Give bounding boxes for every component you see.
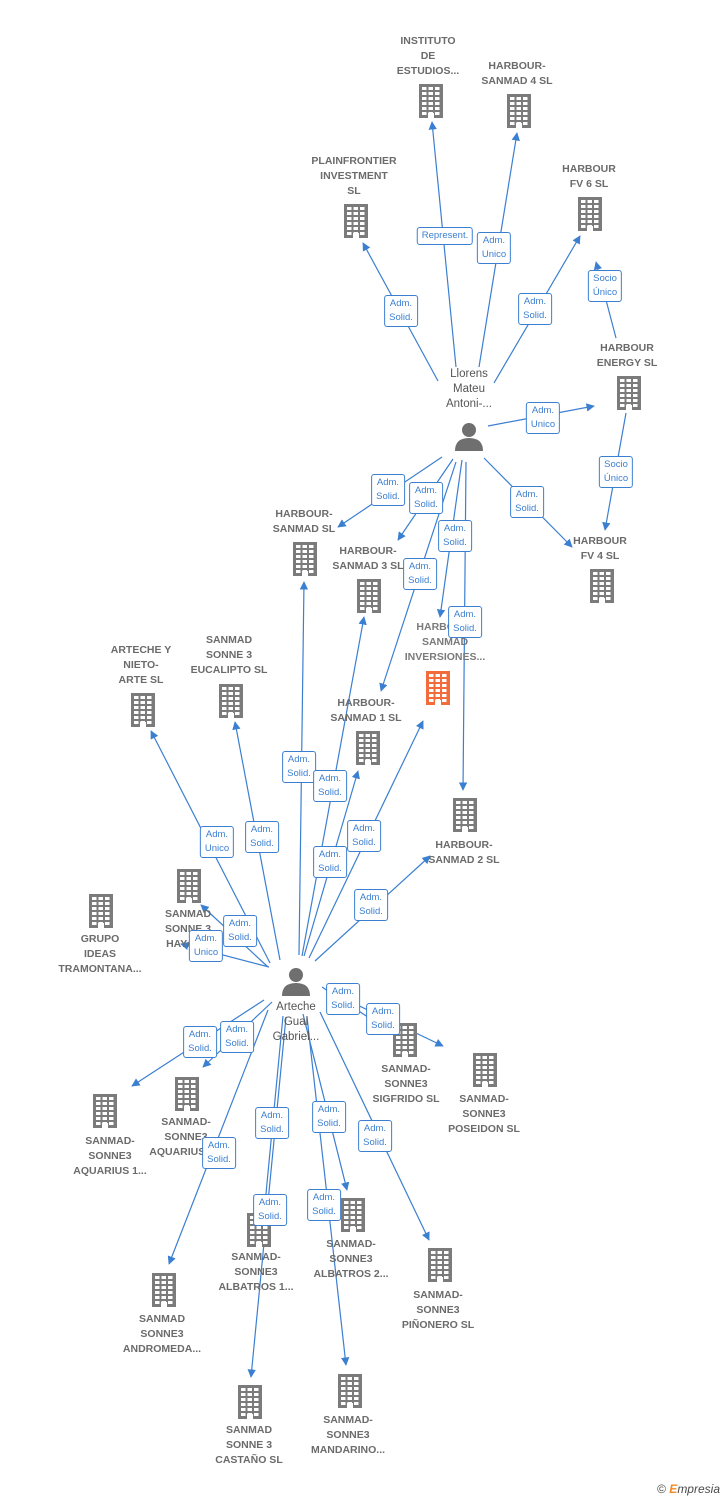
building-icon-hs2[interactable] <box>453 798 477 832</box>
edge-label-arteche-to-albatros1[interactable]: Adm.Solid. <box>255 1107 289 1139</box>
building-icon-plain[interactable] <box>344 204 368 238</box>
building-icon-hs4[interactable] <box>507 94 531 128</box>
edge-label-arteche-to-hs2[interactable]: Adm.Solid. <box>354 889 388 921</box>
building-icon-haya[interactable] <box>177 869 201 903</box>
building-icon-fv4[interactable] <box>590 569 614 603</box>
company-label-hs3: HARBOUR-SANMAD 3 SL <box>332 545 404 572</box>
edge-label-arteche-to-sigfrido[interactable]: Adm.Solid. <box>326 983 360 1015</box>
building-icon-hs1[interactable] <box>356 731 380 765</box>
copyright-symbol: © <box>657 1482 666 1496</box>
building-icon-pinonero[interactable] <box>428 1248 452 1282</box>
edge-label-arteche-to-mandarino[interactable]: Adm.Solid. <box>307 1189 341 1221</box>
edge-label-llorens-to-plain[interactable]: Adm.Solid. <box>384 295 418 327</box>
edge-label-arteche-to-eucalipto[interactable]: Adm.Solid. <box>245 821 279 853</box>
building-icon-grupo[interactable] <box>89 894 113 928</box>
person-icon-arteche[interactable] <box>282 968 310 996</box>
edge-label-llorens-to-energy[interactable]: Adm.Unico <box>525 402 561 434</box>
edge-label-llorens-to-fv6[interactable]: Adm.Solid. <box>518 293 552 325</box>
edge-label-arteche-to-hs3[interactable]: Adm.Solid. <box>313 770 347 802</box>
edge-label-arteche-to-andromeda[interactable]: Adm.Solid. <box>202 1137 236 1169</box>
edge-label-llorens-to-hs3[interactable]: Adm.Solid. <box>409 482 443 514</box>
building-icon-andromeda[interactable] <box>152 1273 176 1307</box>
building-icon-instituto[interactable] <box>419 84 443 118</box>
building-icon-castano[interactable] <box>238 1385 262 1419</box>
edge-label-arteche-to-hs[interactable]: Adm.Solid. <box>282 751 316 783</box>
edge-label-arteche-to-pinonero[interactable]: Adm.Solid. <box>358 1120 392 1152</box>
building-icon-poseidon[interactable] <box>473 1053 497 1087</box>
edge-label-arteche-to-hsinv[interactable]: Adm.Solid. <box>347 820 381 852</box>
building-icon-aquarius1[interactable] <box>93 1094 117 1128</box>
company-label-hs: HARBOUR-SANMAD SL <box>272 508 336 535</box>
building-icon-arteche_nieto[interactable] <box>131 693 155 727</box>
edge-label-llorens-to-fv4[interactable]: Adm.Solid. <box>510 486 544 518</box>
edge-label-llorens-to-hs4[interactable]: Adm.Unico <box>476 232 512 264</box>
edge-label-llorens-to-hs[interactable]: Adm.Solid. <box>371 474 405 506</box>
edge-label-arteche-to-aquarius2[interactable]: Adm.Solid. <box>220 1021 254 1053</box>
edge-label-arteche-to-grupo[interactable]: Adm.Unico <box>188 930 224 962</box>
building-icon-albatros2[interactable] <box>341 1198 365 1232</box>
edge-label-arteche-to-aquarius1[interactable]: Adm.Solid. <box>183 1026 217 1058</box>
person-icon-llorens[interactable] <box>455 423 483 451</box>
edge-label-arteche-to-arteche_nieto[interactable]: Adm.Unico <box>199 826 235 858</box>
edge-label-llorens-to-hs1[interactable]: Adm.Solid. <box>403 558 437 590</box>
brand-name: mpresia <box>677 1482 720 1496</box>
edge-label-arteche-to-hs1[interactable]: Adm.Solid. <box>313 846 347 878</box>
building-icon-fv6[interactable] <box>578 197 602 231</box>
edge-label-arteche-to-poseidon[interactable]: Adm.Solid. <box>366 1003 400 1035</box>
building-icon-hs[interactable] <box>293 542 317 576</box>
building-icon-aquarius2[interactable] <box>175 1077 199 1111</box>
edge-label-arteche-to-albatros2[interactable]: Adm.Solid. <box>312 1101 346 1133</box>
building-icon-energy[interactable] <box>617 376 641 410</box>
building-icon-mandarino[interactable] <box>338 1374 362 1408</box>
company-label-hs2: HARBOUR-SANMAD 2 SL <box>428 839 500 866</box>
brand-logo-letter: E <box>669 1482 678 1496</box>
edge-label-llorens-to-hs2[interactable]: Adm.Solid. <box>448 606 482 638</box>
building-icon-hsinv[interactable] <box>426 671 450 705</box>
building-icon-eucalipto[interactable] <box>219 684 243 718</box>
edge-label-llorens-to-hsinv[interactable]: Adm.Solid. <box>438 520 472 552</box>
edge-label-arteche-to-castano[interactable]: Adm.Solid. <box>253 1194 287 1226</box>
company-label-hs1: HARBOUR-SANMAD 1 SL <box>330 697 402 724</box>
edge-label-llorens-to-instituto[interactable]: Represent. <box>416 227 474 245</box>
building-icon-hs3[interactable] <box>357 579 381 613</box>
brand-footer: © Empresia <box>657 1482 720 1496</box>
edge-label-arteche-to-haya[interactable]: Adm.Solid. <box>223 915 257 947</box>
company-label-hs4: HARBOUR-SANMAD 4 SL <box>481 60 553 87</box>
